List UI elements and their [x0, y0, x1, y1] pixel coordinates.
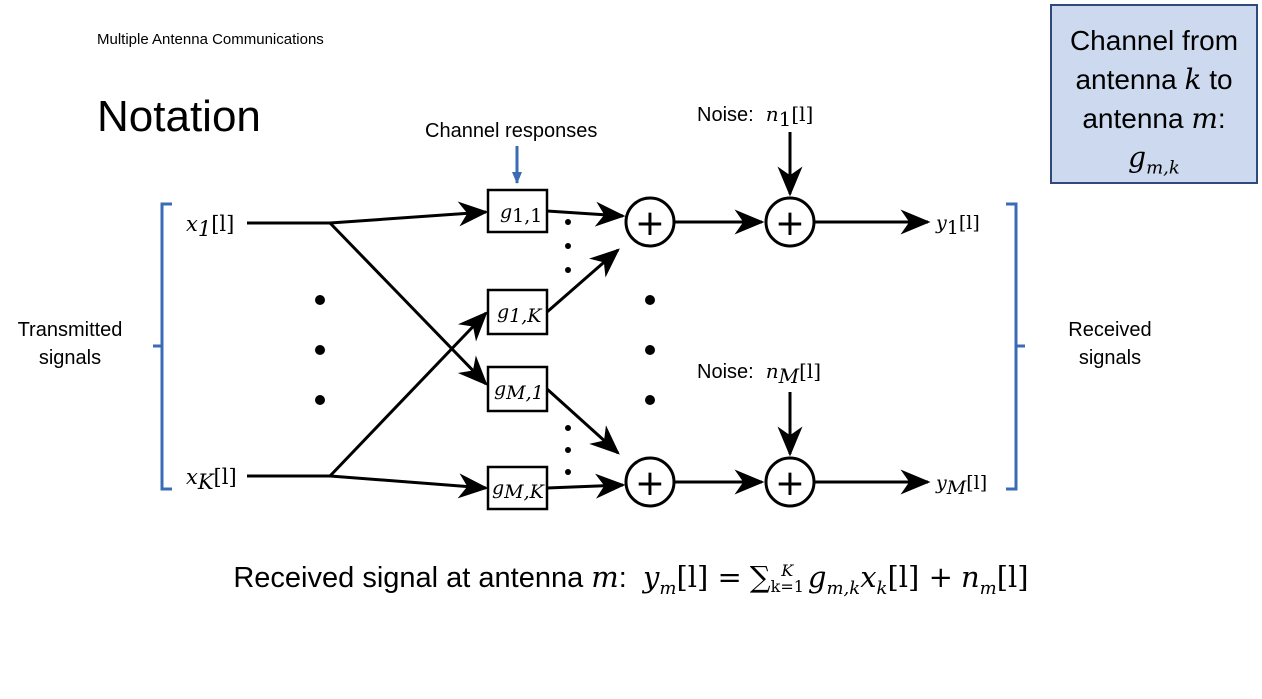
channel-box-gM1 [486, 365, 549, 413]
slide-header: Multiple Antenna Communications [97, 31, 324, 48]
callout-line-1: Channel from [1069, 25, 1239, 56]
arrow-x1-to-gM1 [328, 221, 488, 386]
noise-label-1: Noise:n1[l] [697, 102, 813, 131]
noise-adder-M [764, 456, 816, 508]
noise-adder-1-symbol: + [775, 203, 805, 244]
slide-title: Notation [97, 92, 261, 141]
arrow-g11-to-adder1 [546, 201, 626, 227]
output-label-yM: yM[l] [935, 472, 987, 499]
noise-label-M: Noise:nM[l] [697, 359, 821, 388]
arrow-xK-to-g1K [328, 311, 488, 478]
definition-callout: Channel from antenna k to antenna m: gm,… [1050, 4, 1258, 184]
left-brace [153, 202, 172, 491]
output-label-y1: y1[l] [935, 212, 980, 239]
channel-label-gMK: gM,K [492, 477, 546, 503]
channel-responses-label: Channel responses [425, 120, 597, 142]
channel-box-gMK [486, 465, 549, 511]
arrow-gMK-to-adderM [546, 473, 626, 499]
callout-line-4: gm,k [1128, 141, 1180, 179]
input-label-x1: x1[l] [186, 212, 234, 241]
transmitted-signals-label: Transmitted signals [17, 319, 123, 369]
arrow-x1-to-g11 [329, 201, 489, 227]
callout-line-2: antenna k to [1075, 63, 1233, 96]
callout-line-3: antenna m: [1082, 102, 1226, 135]
channel-box-g1K [486, 288, 549, 336]
input-label-xK: xK[l] [186, 465, 237, 494]
adder-1-symbol: + [635, 203, 665, 244]
right-brace [1006, 202, 1025, 491]
ellipsis-dots [315, 219, 655, 475]
adder-1 [624, 196, 676, 248]
channel-label-g11: g1,1 [500, 201, 542, 227]
received-signal-formula: Received signal at antenna m: ym[l] = ∑K… [233, 560, 1029, 599]
channel-box-g11 [486, 188, 549, 234]
noise-adder-M-symbol: + [775, 463, 805, 504]
noise-adder-1 [764, 196, 816, 248]
received-signals-label: Received signals [1068, 319, 1152, 369]
channel-label-g1K: g1,K [497, 301, 543, 327]
channel-label-gM1: gM,1 [494, 378, 544, 404]
arrow-xK-to-gMK [329, 473, 489, 499]
adder-M-symbol: + [635, 463, 665, 504]
adder-M [624, 456, 676, 508]
arrow-g1K-to-adder1 [546, 248, 620, 314]
arrow-gM1-to-adderM [545, 387, 620, 455]
